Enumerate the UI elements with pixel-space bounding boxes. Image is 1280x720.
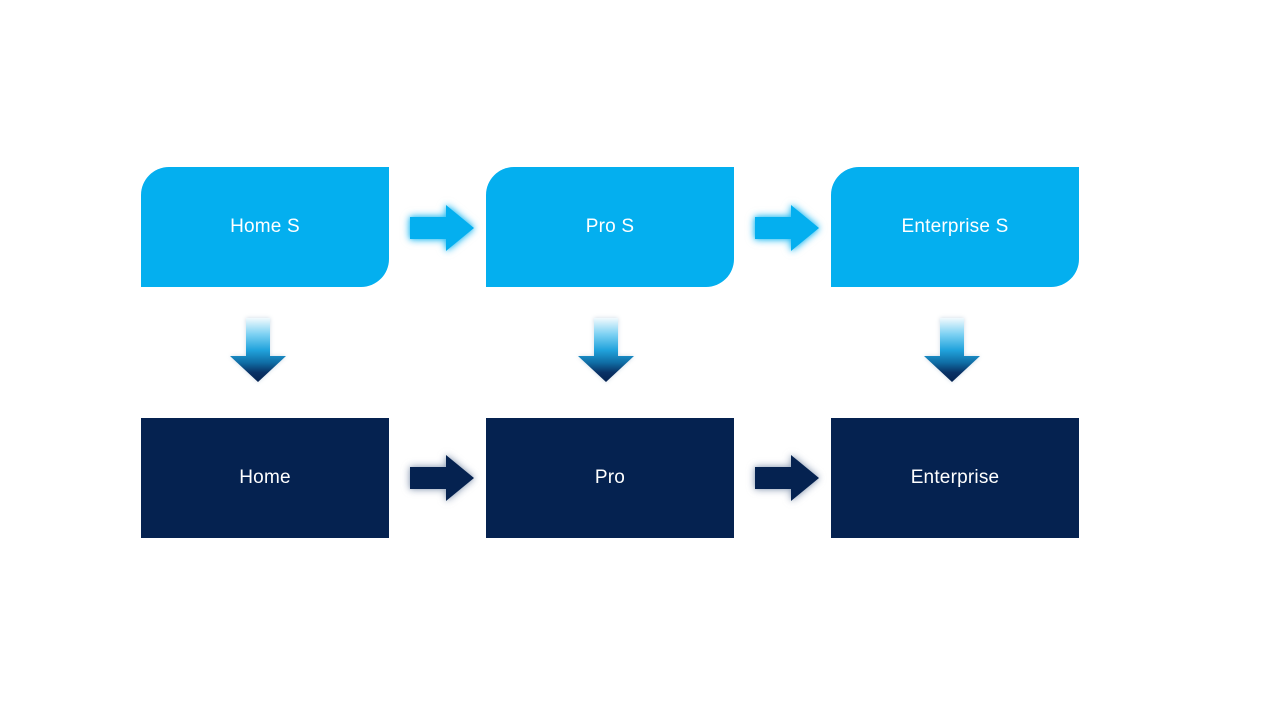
node-enterprise-s: Enterprise S xyxy=(831,167,1079,287)
node-label: Enterprise S xyxy=(901,216,1009,237)
right-arrow-icon xyxy=(410,455,474,501)
node-label: Enterprise xyxy=(910,467,1000,488)
right-arrow-icon xyxy=(755,455,819,501)
down-arrow-icon xyxy=(578,318,634,382)
node-label: Pro xyxy=(594,467,626,488)
node-enterprise: Enterprise xyxy=(831,418,1079,538)
right-arrow-icon xyxy=(410,205,474,251)
node-label: Pro S xyxy=(585,216,635,237)
node-home: Home xyxy=(141,418,389,538)
node-pro-s: Pro S xyxy=(486,167,734,287)
node-label: Home S xyxy=(230,216,300,237)
right-arrow-icon xyxy=(755,205,819,251)
node-pro: Pro xyxy=(486,418,734,538)
down-arrow-icon xyxy=(230,318,286,382)
node-home-s: Home S xyxy=(141,167,389,287)
node-label: Home xyxy=(239,467,291,488)
down-arrow-icon xyxy=(924,318,980,382)
